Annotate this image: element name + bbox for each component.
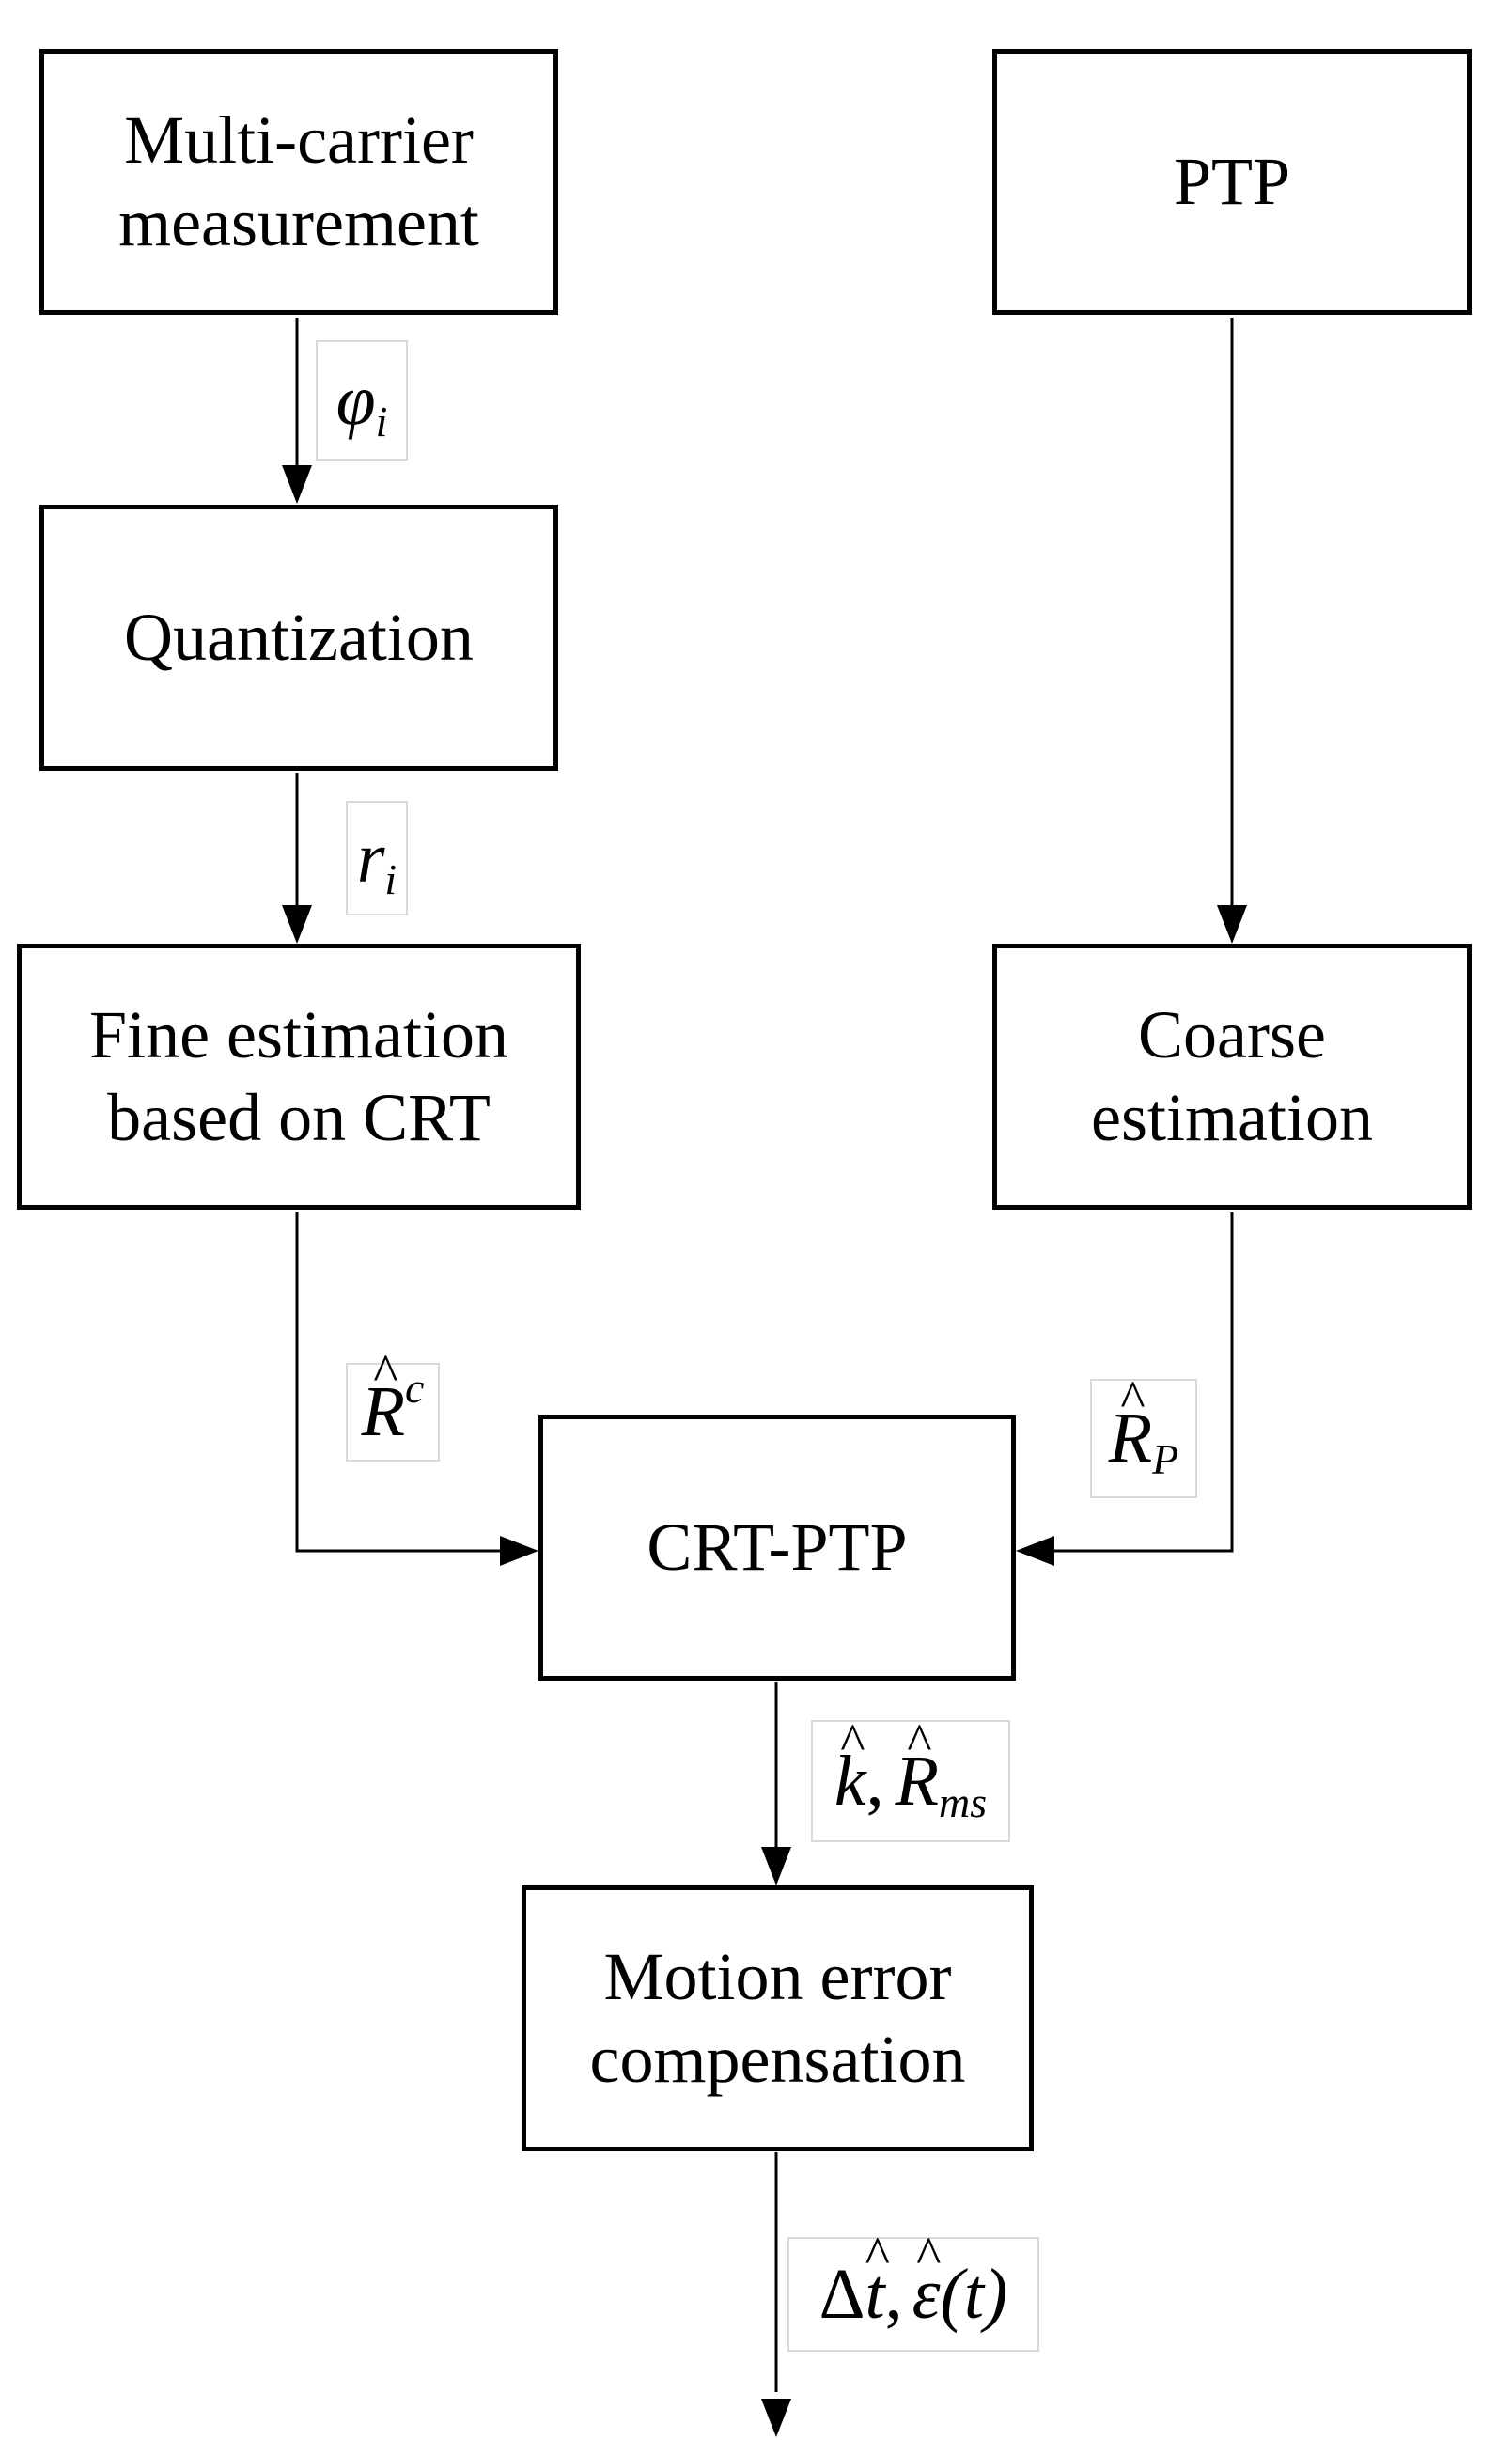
r-hat-ms-symbol: R: [896, 1741, 939, 1822]
r-hat-p-label: RP: [1090, 1379, 1197, 1498]
phi-subscript: i: [375, 397, 388, 446]
r-hat-p-symbol: R: [1109, 1398, 1152, 1479]
r-hat-symbol: R: [362, 1371, 405, 1453]
arrow-coarse-to-crtptp: [1043, 1212, 1234, 1553]
delta-t-epsilon-label: Δt,ε(t): [787, 2237, 1039, 2352]
arrowhead-quantization: [282, 465, 312, 504]
arrowhead-output: [761, 2399, 791, 2437]
t-hat-symbol: t: [865, 2254, 885, 2336]
arrow-fine-to-crtptp: [295, 1212, 507, 1553]
arrowhead-crtptp-right: [1016, 1536, 1054, 1566]
r-hat-c-label: Rc: [346, 1363, 440, 1462]
epsilon-argument: (t): [940, 2254, 1008, 2334]
ptp-box: PTP: [992, 49, 1472, 315]
r-hat-ms-subscript: ms: [939, 1777, 988, 1826]
coarse-estimation-box: Coarse estimation: [992, 944, 1472, 1210]
arrowhead-crtptp-left: [500, 1536, 538, 1566]
k-hat-r-hat-ms-label: k,Rms: [811, 1720, 1010, 1842]
delta-symbol: Δ: [818, 2254, 865, 2334]
r-hat-p-subscript: P: [1152, 1435, 1179, 1483]
phi-symbol: φ: [335, 360, 376, 440]
motion-error-compensation-box: Motion error compensation: [522, 1885, 1034, 2151]
multi-carrier-measurement-box: Multi-carrier measurement: [39, 49, 558, 315]
arrowhead-coarse: [1217, 905, 1247, 944]
epsilon-hat-symbol: ε: [912, 2254, 941, 2336]
crt-ptp-box: CRT-PTP: [538, 1415, 1016, 1681]
r-hat-superscript: c: [405, 1364, 425, 1412]
k-hat-symbol: k: [834, 1741, 866, 1822]
k-r-comma: ,: [865, 1741, 884, 1821]
arrowheads: [282, 465, 1247, 2437]
arrowhead-fine: [282, 905, 312, 944]
fine-estimation-box: Fine estimation based on CRT: [17, 944, 581, 1210]
arrowhead-motion: [761, 1847, 791, 1885]
quantization-box: Quantization: [39, 505, 558, 771]
r-symbol: r: [356, 818, 385, 898]
r-subscript: i: [384, 854, 397, 903]
